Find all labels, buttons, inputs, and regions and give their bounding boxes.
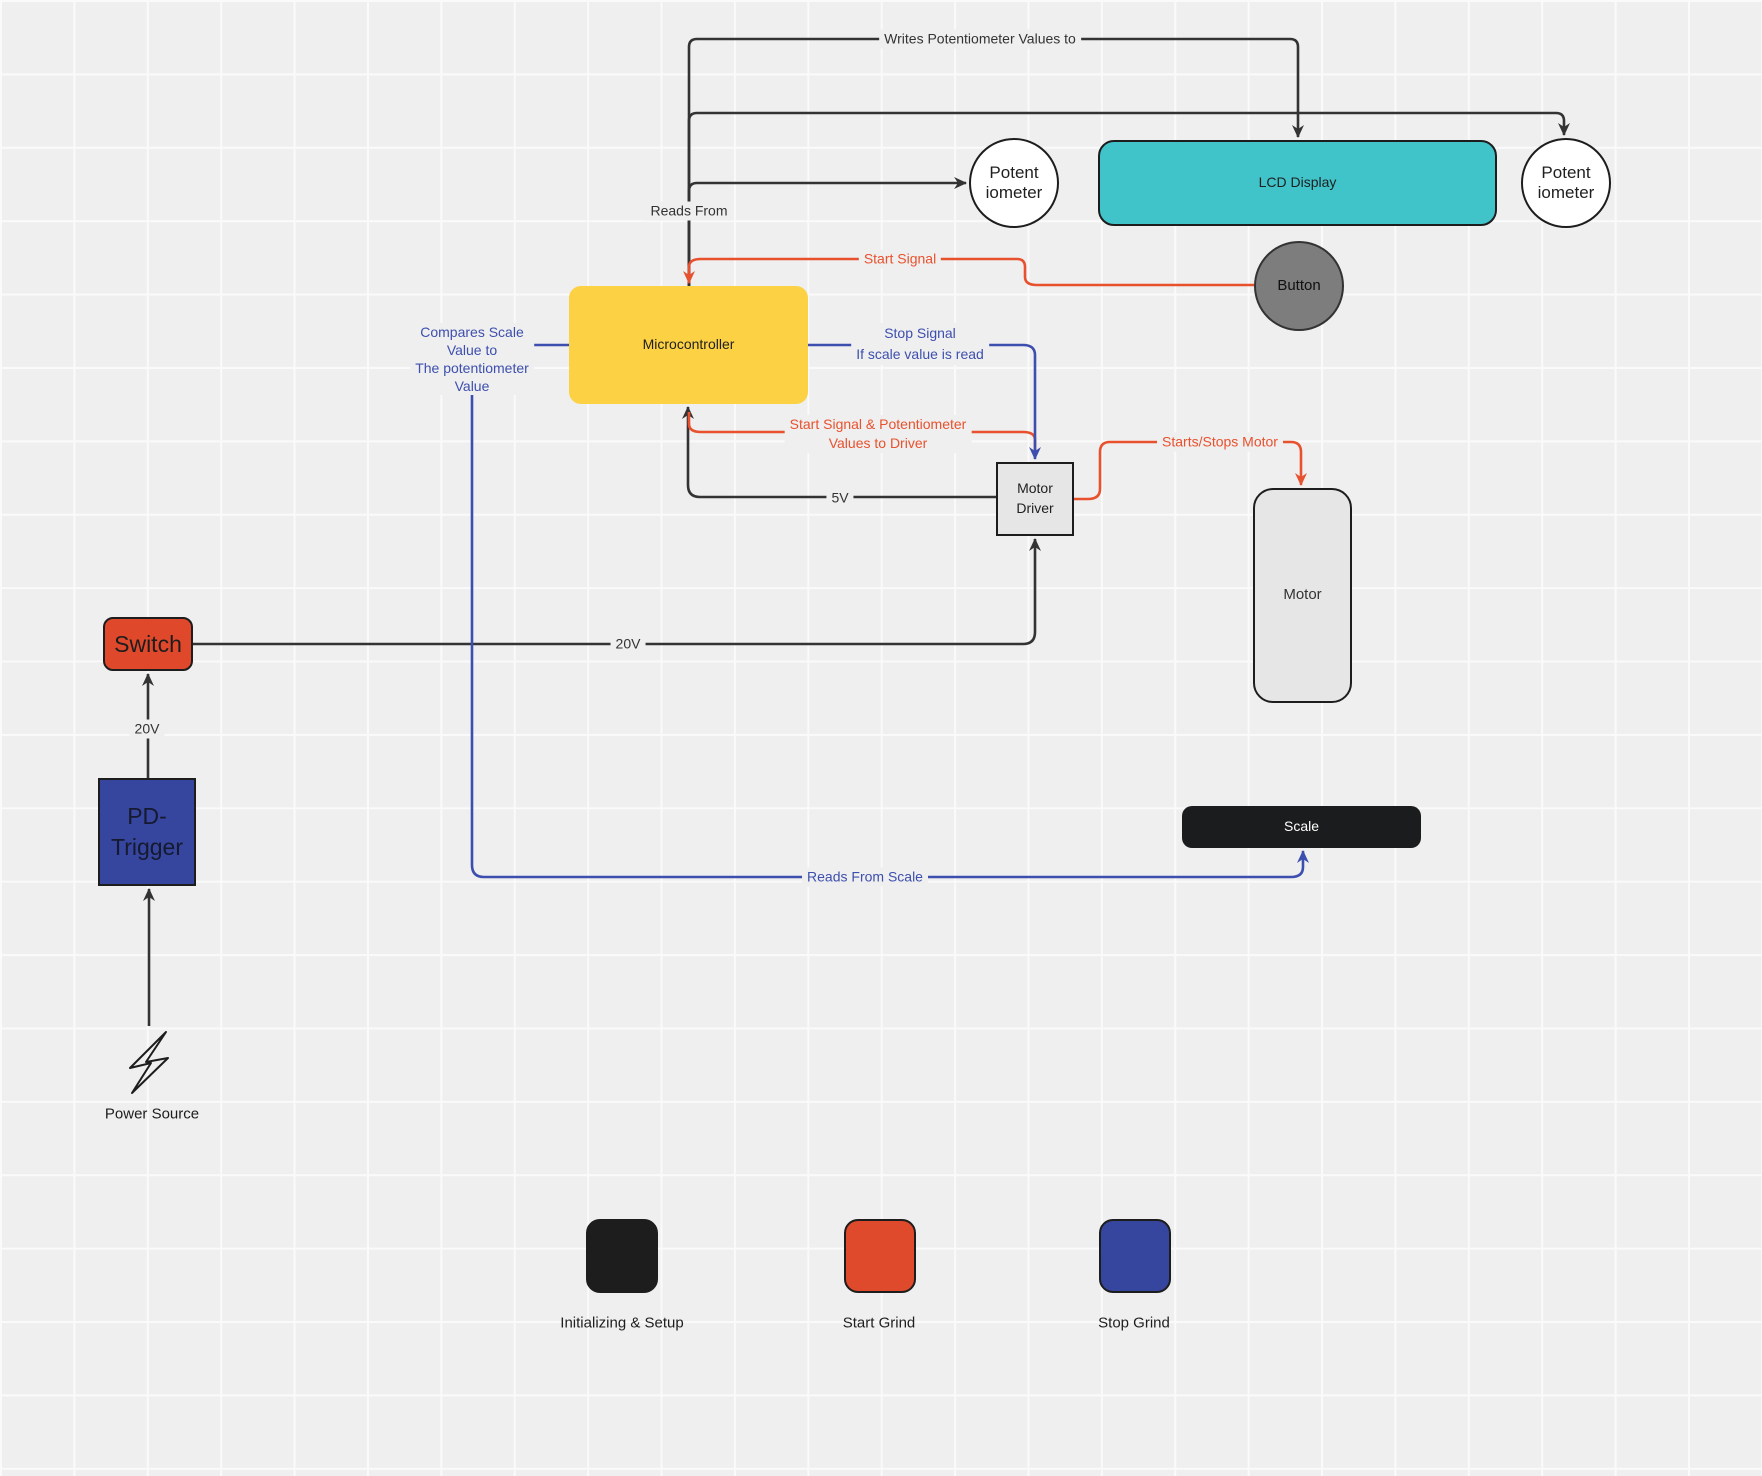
node-button[interactable]: Button	[1254, 241, 1344, 331]
node-potentiometer-right[interactable]: Potent iometer	[1521, 138, 1611, 228]
label-20v-switch-line[interactable]: 20V	[611, 635, 646, 654]
lcd-display-label: LCD Display	[1259, 174, 1337, 192]
motor-driver-label-line2: Driver	[1016, 499, 1053, 519]
motor-driver-label-line1: Motor	[1017, 479, 1053, 499]
node-pd-trigger[interactable]: PD- Trigger	[98, 778, 196, 886]
potentiometer-left-label-line1: Potent	[989, 163, 1038, 183]
lightning-bolt-icon[interactable]	[130, 1032, 168, 1093]
legend-label-start-grind[interactable]: Start Grind	[843, 1315, 916, 1332]
button-label: Button	[1277, 277, 1320, 296]
potentiometer-left-label-line2: iometer	[986, 183, 1043, 203]
node-potentiometer-left[interactable]: Potent iometer	[969, 138, 1059, 228]
potentiometer-right-label-line1: Potent	[1541, 163, 1590, 183]
motor-label: Motor	[1283, 586, 1321, 605]
node-scale[interactable]: Scale	[1182, 806, 1421, 848]
legend-label-stop-grind[interactable]: Stop Grind	[1098, 1315, 1170, 1332]
scale-label: Scale	[1284, 818, 1319, 836]
microcontroller-label: Microcontroller	[643, 336, 735, 354]
label-start-signal-potentiometer-values[interactable]: Start Signal & Potentiometer Values to D…	[785, 415, 972, 453]
edge-20v-switch-to-driver[interactable]	[193, 539, 1035, 644]
label-20v-pd-line[interactable]: 20V	[130, 720, 165, 739]
label-reads-from-scale[interactable]: Reads From Scale	[802, 868, 928, 887]
edge-start-signal-button-to-micro[interactable]	[689, 259, 1254, 285]
node-lcd-display[interactable]: LCD Display	[1098, 140, 1497, 226]
switch-label: Switch	[114, 630, 182, 659]
edge-reads-from-left-potentiometer[interactable]	[689, 183, 966, 286]
label-reads-from[interactable]: Reads From	[645, 202, 732, 221]
legend-label-initializing-setup[interactable]: Initializing & Setup	[560, 1315, 683, 1332]
legend-swatch-stop-grind[interactable]	[1099, 1219, 1171, 1293]
pd-trigger-label-line1: PD-	[127, 801, 167, 832]
label-5v[interactable]: 5V	[826, 489, 853, 508]
label-start-signal[interactable]: Start Signal	[859, 250, 941, 269]
label-stop-signal[interactable]: Stop Signal If scale value is read	[851, 323, 989, 365]
node-switch[interactable]: Switch	[103, 617, 193, 671]
label-compares-scale-value[interactable]: Compares Scale Value to The potentiomete…	[410, 323, 534, 395]
pd-trigger-label-line2: Trigger	[111, 832, 183, 863]
node-motor-driver[interactable]: Motor Driver	[996, 462, 1074, 536]
label-starts-stops-motor[interactable]: Starts/Stops Motor	[1157, 433, 1283, 452]
legend-swatch-start-grind[interactable]	[844, 1219, 916, 1293]
node-motor[interactable]: Motor	[1253, 488, 1352, 703]
label-writes-potentiometer-values-to[interactable]: Writes Potentiometer Values to	[879, 30, 1081, 49]
power-source-label[interactable]: Power Source	[77, 1105, 227, 1124]
potentiometer-right-label-line2: iometer	[1538, 183, 1595, 203]
legend-swatch-initializing-setup[interactable]	[586, 1219, 658, 1293]
node-microcontroller[interactable]: Microcontroller	[569, 286, 808, 404]
